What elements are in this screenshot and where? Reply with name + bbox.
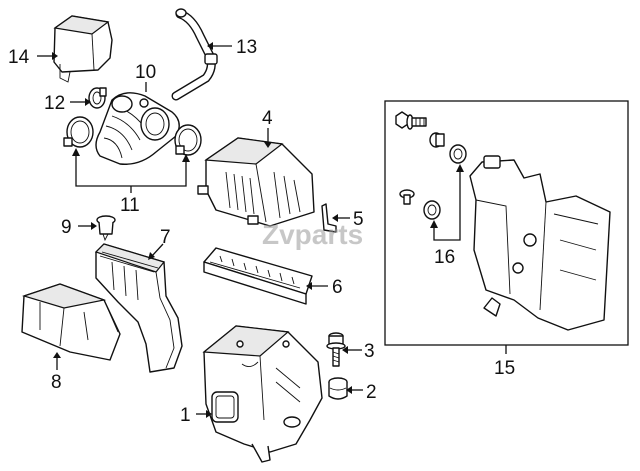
part-4-air-cleaner-cover[interactable] [197, 137, 315, 227]
callout-5-label: 5 [353, 209, 364, 230]
callout-8: 8 [51, 352, 62, 393]
callout-8-label: 8 [51, 372, 62, 393]
callout-14: 14 [8, 47, 58, 68]
callout-11-label: 11 [120, 195, 140, 216]
part-13-breather-hose[interactable] [171, 8, 218, 101]
callout-16: 16 [430, 164, 464, 268]
callout-16-label: 16 [434, 247, 455, 268]
callout-5: 5 [332, 209, 364, 230]
part-1-air-cleaner-body[interactable] [202, 325, 323, 463]
callout-3-label: 3 [364, 341, 375, 362]
callout-10: 10 [135, 62, 156, 92]
callout-15-label: 15 [494, 358, 515, 379]
callout-14-label: 14 [8, 47, 30, 68]
part-16-bolt-long[interactable] [395, 111, 427, 130]
watermark-text: Zvparts [262, 219, 363, 250]
callout-3: 3 [342, 341, 375, 362]
part-16-grommet-lower[interactable] [423, 200, 441, 220]
part-10-intake-duct[interactable] [95, 92, 180, 165]
callout-1-label: 1 [180, 405, 191, 426]
part-7-inlet-duct[interactable] [94, 243, 183, 373]
part-2-grommet[interactable] [328, 377, 348, 400]
callout-2: 2 [346, 382, 377, 403]
part-9-clip-fastener[interactable] [96, 215, 116, 242]
part-8-guard-cover[interactable] [21, 283, 121, 361]
callout-11: 11 [72, 148, 190, 216]
callout-4-label: 4 [262, 108, 273, 129]
callout-13: 13 [207, 37, 257, 58]
part-5-clip[interactable] [321, 203, 337, 233]
callout-6-label: 6 [332, 277, 343, 298]
callout-12: 12 [44, 93, 91, 114]
part-16-washer[interactable] [429, 132, 445, 148]
part-11-hose-clamp-right[interactable] [174, 124, 202, 156]
callout-13-label: 13 [236, 37, 257, 58]
part-16-grommet-upper[interactable] [449, 144, 467, 164]
part-14-resonator-box[interactable] [53, 15, 113, 83]
part-16-screw[interactable] [399, 189, 415, 205]
callout-7: 7 [148, 227, 171, 260]
callout-9-label: 9 [61, 217, 72, 238]
part-6-air-filter[interactable] [203, 247, 313, 305]
callout-1: 1 [180, 405, 212, 426]
callout-10-label: 10 [135, 62, 156, 83]
part-11-hose-clamp-left[interactable] [63, 116, 94, 148]
callout-7-label: 7 [160, 227, 171, 248]
callout-9: 9 [61, 217, 97, 238]
callout-12-label: 12 [44, 93, 65, 114]
callout-2-label: 2 [366, 382, 377, 403]
part-12-clamp[interactable] [88, 87, 107, 109]
part-15-resonator-tank[interactable] [469, 155, 611, 331]
callout-6: 6 [306, 277, 343, 298]
part-3-bolt[interactable] [326, 332, 346, 367]
callout-15: 15 [494, 345, 515, 379]
callout-4: 4 [262, 108, 273, 148]
